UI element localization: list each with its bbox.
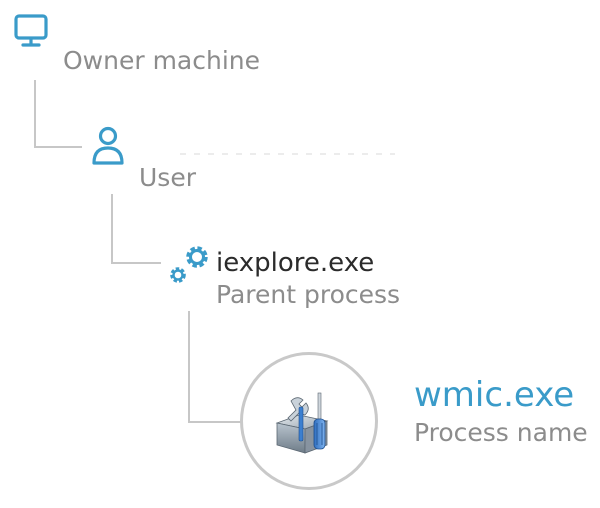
process-caption: Process name [414, 418, 588, 447]
user-caption: User [139, 163, 196, 192]
monitor-icon [12, 12, 52, 56]
user-node[interactable]: User [80, 115, 400, 195]
process-icon-circle [240, 352, 378, 490]
process-node[interactable]: wmic.exe Process name [240, 352, 590, 492]
connector-machine-user [34, 80, 82, 148]
connector-parent-process [188, 311, 242, 423]
parent-process-value: iexplore.exe [216, 248, 375, 278]
parent-process-caption: Parent process [216, 280, 401, 309]
parent-process-node[interactable]: iexplore.exe Parent process [160, 232, 450, 312]
owner-machine-node[interactable]: Owner machine [0, 0, 280, 80]
user-icon [90, 125, 126, 171]
user-value-redacted [180, 153, 395, 155]
toolbox-icon [269, 383, 349, 467]
connector-user-parent [111, 194, 161, 264]
owner-machine-caption: Owner machine [63, 46, 261, 75]
gears-icon [164, 240, 216, 292]
process-value: wmic.exe [414, 375, 575, 415]
